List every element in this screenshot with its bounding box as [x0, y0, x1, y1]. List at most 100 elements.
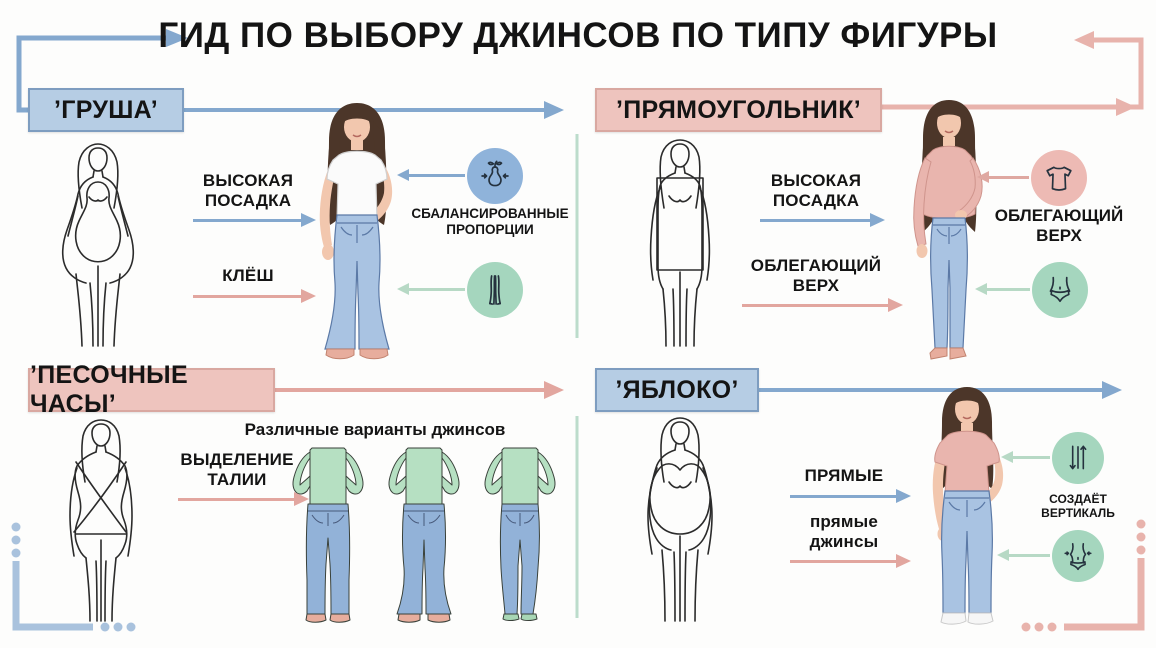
feature-text-line: ВЫСОКАЯ [770, 171, 862, 190]
pear-shape-overlay [74, 181, 122, 263]
left-shoe [397, 613, 421, 623]
jeans-details [933, 224, 965, 244]
right-shoe [329, 613, 351, 623]
cross-shape-overlay [73, 461, 127, 533]
rectangle-feature-high-rise: ВЫСОКАЯ ПОСАДКА [760, 171, 885, 228]
caption-line: ВЕРХ [1036, 226, 1082, 246]
bust-lines [668, 481, 692, 489]
hair [659, 139, 701, 209]
right-arm-akimbo [537, 451, 556, 495]
lips [352, 134, 362, 138]
arm-lines [69, 467, 133, 557]
pear-feature-high-rise: ВЫСОКАЯ ПОСАДКА [193, 171, 316, 228]
page-title: ГИД ПО ВЫБОРУ ДЖИНСОВ ПО ТИПУ ФИГУРЫ [158, 16, 998, 55]
pear-icon [481, 160, 509, 187]
face [670, 143, 690, 168]
balanced-proportions-badge [467, 148, 523, 204]
fitted-top-caption: ОБЛЕГАЮЩИЙ ВЕРХ [973, 206, 1145, 247]
straight-jeans [305, 503, 351, 615]
face [670, 421, 690, 445]
face [344, 112, 370, 142]
feature-text-line: КЛЁШ [222, 266, 274, 285]
right-arm-akimbo [441, 451, 460, 495]
neck [674, 166, 686, 174]
arrow-left-icon [997, 549, 1050, 560]
pink-tshirt [934, 430, 1000, 498]
left-shoe [305, 613, 327, 623]
feature-text-line: ВЕРХ [792, 275, 840, 295]
neck [92, 170, 104, 178]
feature-text-line: ТАЛИИ [207, 469, 267, 489]
arrow-right-icon [760, 213, 885, 228]
arrow-right-icon [178, 492, 309, 507]
arrow-left-icon [975, 283, 1030, 294]
right-arm-akimbo [345, 451, 364, 495]
arrow-right-icon [193, 213, 316, 228]
feature-text-line: джинсы [809, 531, 879, 551]
hourglass-body-outline-illustration [69, 419, 133, 622]
jeans-details [945, 497, 989, 517]
waist-arrows-icon [1064, 542, 1092, 571]
feature-text-line: ВЫСОКАЯ [202, 171, 294, 190]
jeans-details [308, 510, 348, 526]
jeans-details [337, 222, 377, 243]
rectangle-body-outline-illustration [649, 139, 711, 347]
caption-line: ПРОПОРЦИИ [446, 222, 534, 238]
waist-slimming-badge [1052, 530, 1104, 582]
vertical-line-badge [1052, 432, 1104, 484]
pear-feature-flare: КЛЁШ [193, 266, 316, 303]
left-hand [916, 244, 928, 258]
caption-line: СОЗДАЁТ [1049, 492, 1107, 506]
right-shoe [359, 348, 389, 360]
flared-jeans [324, 214, 390, 350]
face [88, 147, 108, 172]
hair [77, 143, 119, 209]
flare-jeans-variant-illustration [388, 447, 460, 623]
skinny-jeans [930, 217, 968, 349]
balanced-proportions-caption: СБАЛАНСИРОВАННЫЕ ПРОПОРЦИИ [385, 206, 595, 238]
arrow-left-icon [977, 171, 1029, 182]
left-shoe [325, 348, 355, 360]
jeans-details [404, 510, 444, 526]
hair [81, 419, 121, 483]
left-arm [932, 447, 948, 529]
green-top [501, 447, 539, 507]
feature-text-line: ПОСАДКА [204, 190, 292, 210]
hourglass-label-arrow [270, 381, 564, 399]
arrow-right-icon [193, 288, 316, 303]
hourglass-feature-waist-emphasis: ВЫДЕЛЕНИЕ ТАЛИИ [178, 450, 309, 507]
left-sleeve [913, 157, 932, 247]
arrow-right-icon [742, 298, 903, 313]
neck [351, 140, 363, 150]
arrow-right-icon [790, 554, 911, 569]
bottom-left-corner-decoration [11, 522, 136, 632]
caption-line: СБАЛАНСИРОВАННЫЕ [411, 206, 569, 221]
lips [944, 130, 954, 134]
hourglass-label-box: ’ПЕСОЧНЫЕ ЧАСЫ’ [28, 361, 275, 418]
fitted-top-badge [1031, 150, 1087, 206]
caption-line: ВЕРТИКАЛЬ [1041, 506, 1115, 521]
left-arm [319, 163, 337, 247]
feature-text-line: ВЫДЕЛЕНИЕ [180, 450, 294, 469]
lips [962, 416, 972, 420]
arrow-right-icon [790, 488, 911, 503]
arrow-left-icon [397, 283, 465, 294]
face [955, 394, 979, 424]
legs [85, 539, 117, 622]
legs [661, 535, 699, 622]
face [937, 108, 961, 138]
neck [95, 445, 107, 453]
jeans-variants-subtitle: Различные варианты джинсов [244, 420, 506, 439]
bottom-right-corner-decoration [1021, 519, 1146, 632]
vertical-arrows-icon [1069, 445, 1087, 470]
left-heel [929, 347, 948, 360]
straight-jeans [941, 490, 993, 614]
neck [943, 137, 955, 146]
title-right-arrow [878, 31, 1144, 116]
feature-text-line: ОБЛЕГАЮЩИЙ [750, 256, 882, 275]
apple-label-box: ’ЯБЛОКО’ [595, 368, 759, 412]
jeans-details [502, 510, 538, 526]
hair [660, 417, 700, 483]
arrow-left-icon [397, 169, 465, 180]
